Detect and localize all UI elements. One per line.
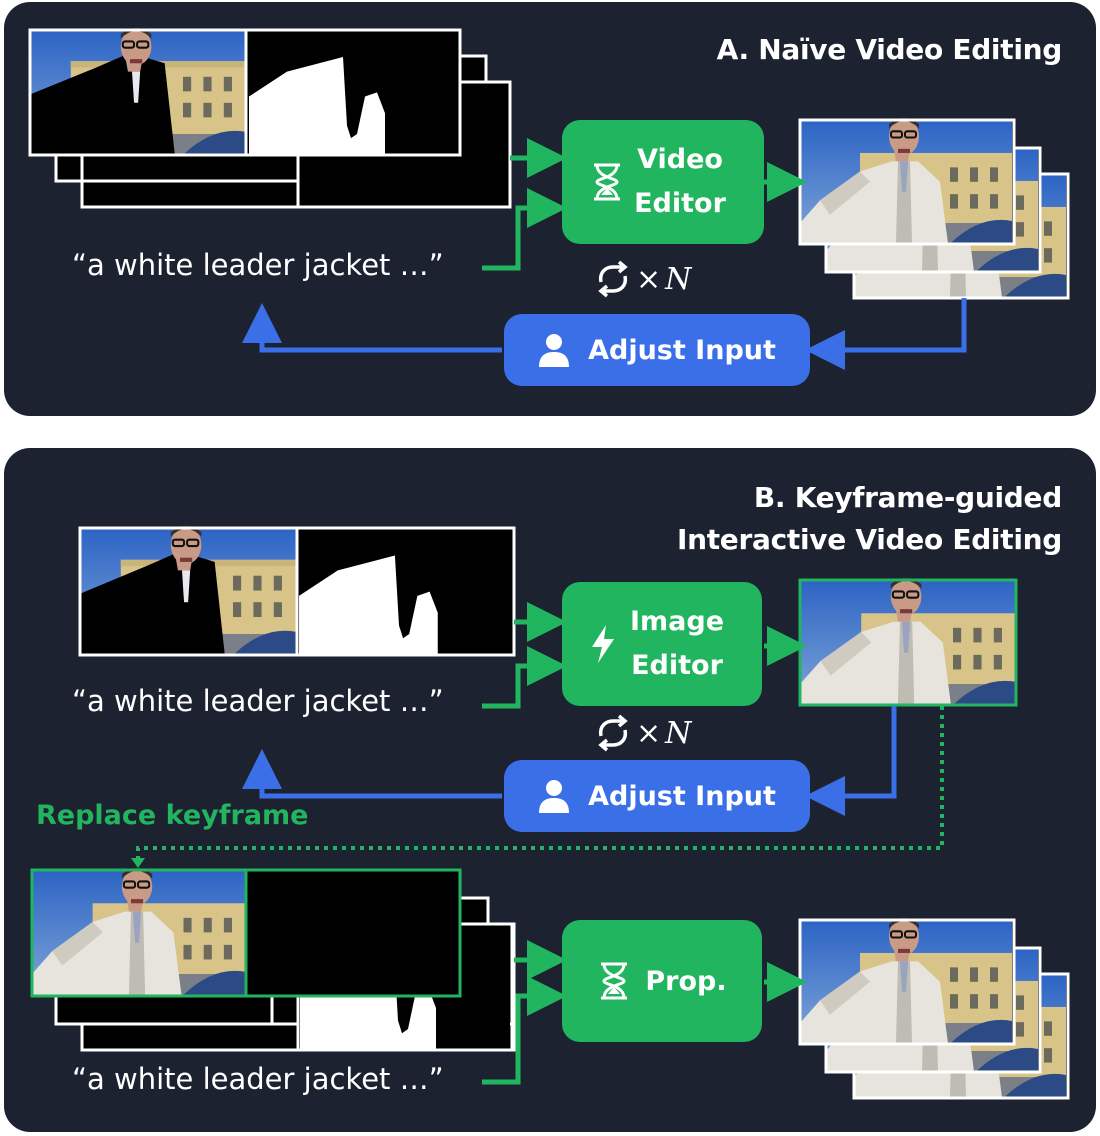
- propagation-input-stack-b: [30, 866, 516, 1052]
- person-icon: [539, 334, 570, 367]
- panel-a-title: A. Naïve Video Editing: [716, 33, 1063, 66]
- propagation-box: Prop.: [562, 920, 762, 1042]
- keyframe-input-b: [78, 524, 516, 657]
- adjust-input-label-a: Adjust Input: [588, 334, 776, 366]
- video-editor-box: Video Editor: [562, 120, 764, 244]
- repeat-icon: [598, 260, 628, 298]
- repeat-icon: [598, 714, 628, 752]
- prompt-text-b-bottom: “a white leader jacket …”: [72, 1062, 444, 1096]
- loop-indicator-b: ×N: [594, 714, 691, 752]
- output-frame-stack-a: [798, 116, 1070, 300]
- adjust-input-label-b: Adjust Input: [588, 780, 776, 812]
- hourglass-icon: [601, 962, 628, 1000]
- image-editor-label: Image Editor: [629, 606, 725, 681]
- propagation-label: Prop.: [645, 965, 727, 997]
- hourglass-icon: [594, 163, 620, 201]
- adjust-input-box-b: Adjust Input: [504, 760, 810, 832]
- loop-times-symbol: ×: [636, 261, 662, 297]
- prompt-text-b-top: “a white leader jacket …”: [72, 684, 444, 718]
- edited-keyframe-b: [798, 576, 1018, 707]
- panel-b-title-line1: B. Keyframe-guided: [753, 481, 1062, 514]
- input-frame-stack-a: [28, 26, 512, 209]
- loop-count-var: N: [665, 261, 692, 297]
- loop-indicator-a: ×N: [594, 260, 691, 298]
- loop-times-symbol: ×: [636, 715, 662, 751]
- loop-count-var: N: [665, 715, 692, 751]
- adjust-input-box-a: Adjust Input: [504, 314, 810, 386]
- replace-keyframe-label: Replace keyframe: [36, 800, 309, 831]
- lightning-icon: [592, 625, 614, 663]
- arrows-a: [242, 138, 967, 370]
- arrows-b: [131, 602, 944, 1085]
- prompt-text-a: “a white leader jacket …”: [72, 248, 444, 282]
- image-editor-box: Image Editor: [562, 582, 762, 706]
- output-frame-stack-b: [798, 916, 1070, 1100]
- person-icon: [539, 780, 570, 813]
- panel-b-title-line2: Interactive Video Editing: [676, 523, 1062, 556]
- video-editor-label: Video Editor: [634, 144, 726, 219]
